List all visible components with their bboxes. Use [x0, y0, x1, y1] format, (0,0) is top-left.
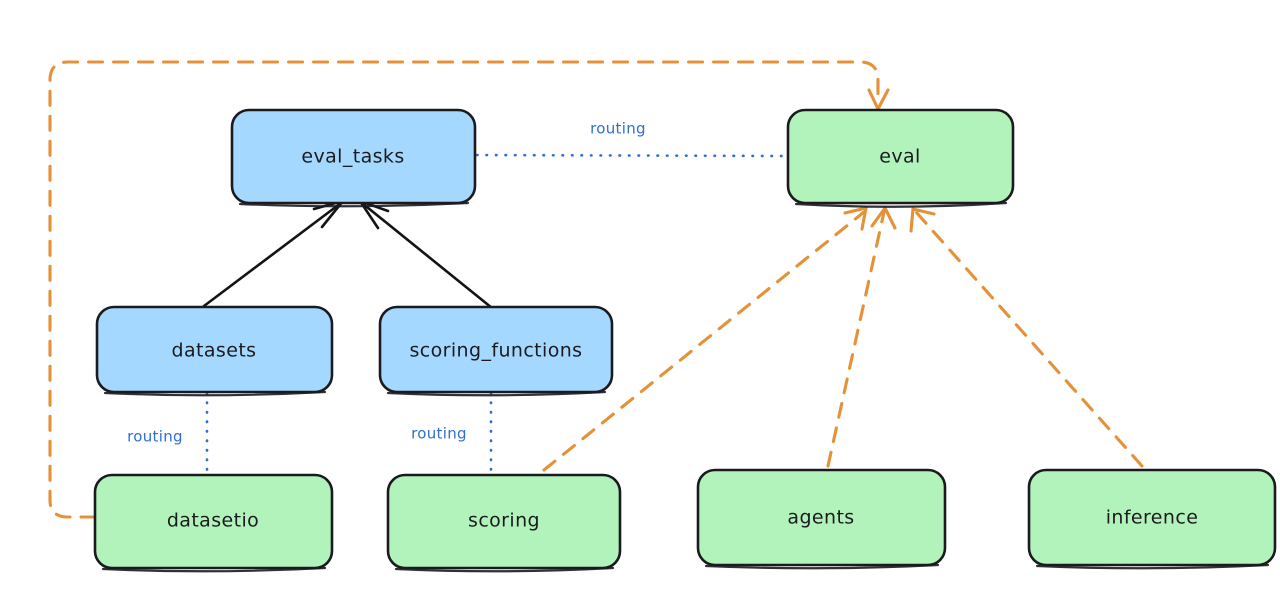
node-agents-label: agents	[787, 507, 854, 529]
edge-agents-eval[interactable]	[826, 206, 897, 468]
node-datasets-shape	[95, 305, 334, 394]
edge-scoring-functions-eval-tasks[interactable]	[358, 199, 494, 310]
edge-scoring-eval[interactable]	[542, 206, 868, 472]
edge-datasets-eval-tasks[interactable]	[202, 199, 345, 308]
node-datasetio[interactable]: datasetio	[93, 473, 334, 573]
node-datasets-label: datasets	[172, 340, 257, 362]
edge-label-routing-scoring-functions-scoring: routing	[411, 425, 467, 443]
node-scoring-functions-shape	[378, 305, 614, 394]
node-eval-tasks[interactable]: eval_tasks	[230, 108, 477, 208]
node-eval[interactable]: eval	[786, 108, 1015, 208]
edge-eval-tasks-eval[interactable]	[475, 153, 788, 158]
edge-label-routing-eval-tasks-eval: routing	[590, 120, 646, 138]
edge-label-layer: routing routing routing	[127, 120, 646, 446]
node-inference-label: inference	[1106, 507, 1199, 529]
node-eval-shape	[786, 108, 1015, 205]
node-scoring-functions[interactable]: scoring_functions	[378, 305, 614, 397]
edge-label-routing-datasets-datasetio: routing	[127, 428, 183, 446]
edge-inference-eval[interactable]	[909, 207, 1144, 468]
node-inference[interactable]: inference	[1027, 468, 1277, 570]
node-datasets[interactable]: datasets	[95, 305, 334, 397]
node-scoring-functions-label: scoring_functions	[410, 340, 583, 362]
edge-layer	[48, 60, 1144, 519]
node-inference-shape	[1027, 468, 1277, 567]
node-agents[interactable]: agents	[696, 468, 947, 570]
node-datasetio-label: datasetio	[167, 510, 259, 532]
node-eval-tasks-label: eval_tasks	[301, 146, 404, 168]
node-eval-tasks-shape	[230, 108, 477, 205]
node-eval-label: eval	[879, 146, 920, 168]
node-agents-shape	[696, 468, 947, 567]
node-scoring[interactable]: scoring	[386, 473, 622, 573]
node-scoring-label: scoring	[468, 510, 540, 532]
node-scoring-shape	[386, 473, 622, 570]
node-datasetio-shape	[93, 473, 334, 570]
node-layer: eval_tasks eval datasets scoring_functio…	[93, 108, 1277, 573]
